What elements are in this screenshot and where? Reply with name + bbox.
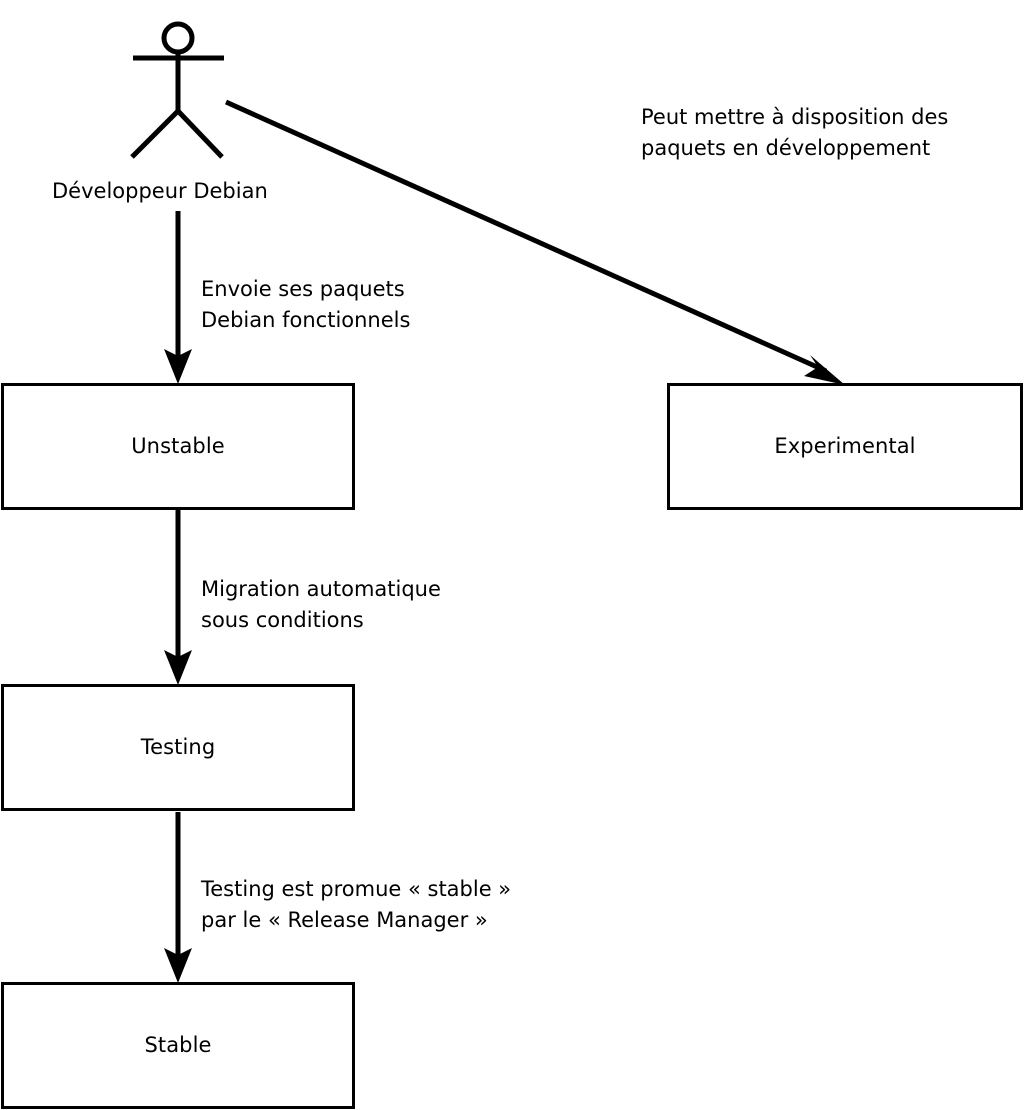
node-stable[interactable]: Stable: [1, 982, 355, 1109]
node-experimental-label: Experimental: [774, 434, 916, 458]
edge-label-unstable-to-testing: Migration automatique sous conditions: [201, 574, 441, 636]
node-stable-label: Stable: [144, 1033, 212, 1057]
unstable-to-testing-arrow: [164, 510, 192, 685]
node-experimental[interactable]: Experimental: [667, 383, 1023, 510]
debian-developer-actor-icon: [130, 21, 224, 159]
node-unstable[interactable]: Unstable: [1, 383, 355, 510]
node-testing-label: Testing: [140, 735, 216, 759]
node-testing[interactable]: Testing: [1, 684, 355, 811]
edge-label-testing-to-stable: Testing est promue « stable » par le « R…: [201, 874, 511, 936]
edge-label-line: Migration automatique: [201, 577, 441, 601]
edge-label-line: Peut mettre à disposition des: [641, 105, 949, 129]
testing-to-stable-arrow: [164, 812, 192, 983]
node-unstable-label: Unstable: [131, 434, 225, 458]
developer-to-experimental-arrow: [224, 99, 845, 385]
edge-label-line: Envoie ses paquets: [201, 277, 405, 301]
developer-to-unstable-arrow: [164, 211, 192, 384]
edge-label-line: Debian fonctionnels: [201, 308, 411, 332]
edge-label-developer-to-unstable: Envoie ses paquets Debian fonctionnels: [201, 274, 410, 336]
edge-label-line: par le « Release Manager »: [201, 908, 488, 932]
actor-caption: Développeur Debian: [52, 179, 268, 203]
edge-label-line: Testing est promue « stable »: [201, 877, 512, 901]
edge-label-developer-to-experimental: Peut mettre à disposition des paquets en…: [641, 102, 948, 164]
edge-label-line: paquets en développement: [641, 136, 931, 160]
edge-label-line: sous conditions: [201, 608, 364, 632]
